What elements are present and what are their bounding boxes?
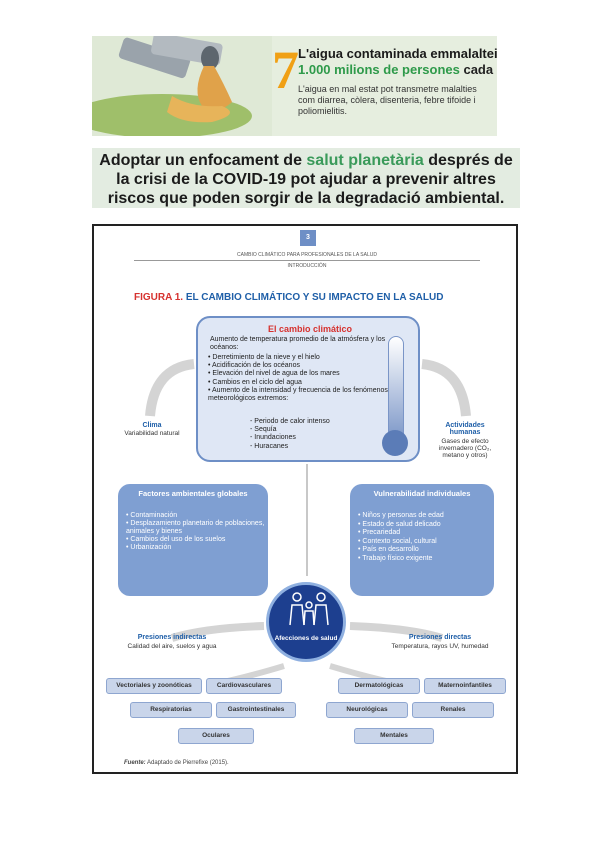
list-item: Inundaciones — [250, 434, 330, 442]
list-item: Sequía — [250, 426, 330, 434]
condition-pill: Neurológicas — [326, 702, 408, 718]
direct-pressures-text: Temperatura, rayos UV, humedad — [391, 643, 489, 650]
banner-statement: Adoptar un enfocament de salut planetàri… — [92, 148, 520, 208]
condition-pill: Cardiovasculares — [206, 678, 282, 694]
list-item: Huracanes — [250, 443, 330, 451]
climate-change-lead: Aumento de temperatura promedio de la at… — [210, 336, 386, 351]
condition-pill: Renales — [412, 702, 494, 718]
indirect-pressures-title: Presiones indirectas — [137, 634, 207, 641]
clima-text: Variabilidad natural — [124, 430, 180, 437]
running-header: CAMBIO CLIMÁTICO PARA PROFESIONALES DE L… — [237, 252, 377, 258]
thermometer-icon — [388, 336, 404, 442]
running-subheader: INTRODUCCIÓN — [287, 263, 327, 269]
polluted-pipes-illustration — [92, 36, 272, 136]
vertical-arrow — [306, 464, 308, 576]
list-item: Aumento de la intensidad y frecuencia de… — [208, 387, 398, 403]
condition-pill: Maternoinfantiles — [424, 678, 506, 694]
banner-body: L'aigua en mal estat pot transmetre mala… — [298, 84, 477, 116]
planetary-health-banner: Adoptar un enfocament de salut planetàri… — [92, 148, 520, 208]
figure-caption: EL CAMBIO CLIMÁTICO Y SU IMPACTO EN LA S… — [183, 292, 444, 303]
list-item: Contexto social, cultural — [358, 538, 492, 547]
list-item: Urbanización — [126, 544, 266, 552]
list-item: Contaminación — [126, 512, 266, 520]
climate-change-title: El cambio climático — [267, 324, 353, 334]
list-item: Trabajo físico exigente — [358, 555, 492, 564]
subtitle-highlight: 1.000 milions de persones — [298, 62, 460, 77]
thermometer-bulb-icon — [382, 430, 408, 456]
list-item: Cambios en el ciclo del agua — [208, 379, 398, 387]
actividades-title: Actividades humanas — [445, 422, 485, 436]
list-item: Acidificación de los océanos — [208, 362, 398, 370]
condition-pill: Gastrointestinales — [216, 702, 296, 718]
statement-before: Adoptar un enfocament de — [99, 152, 307, 169]
banner-title: L'aigua contaminada emmalalteix — [298, 46, 497, 61]
environmental-factors-box: Factores ambientales globales Contaminac… — [118, 484, 268, 596]
family-icon — [289, 592, 329, 626]
subtitle-rest: cada any — [463, 62, 497, 77]
banner-subtitle: 1.000 milions de persones cada any — [298, 62, 497, 77]
figure-source: Fuente: Adaptado de Pierrefixe (2015). — [124, 760, 229, 766]
direct-pressures-title: Presiones directas — [408, 634, 472, 641]
list-item: Periodo de calor intenso — [250, 418, 330, 426]
list-item: Derretimiento de la nieve y el hielo — [208, 354, 398, 362]
list-item: Estado de salud delicado — [358, 521, 492, 530]
source-text: Adaptado de Pierrefixe (2015). — [145, 760, 229, 766]
indirect-pressures-text: Calidad del aire, suelos y agua — [127, 643, 217, 650]
list-item: Precariedad — [358, 529, 492, 538]
condition-pill: Mentales — [354, 728, 434, 744]
climate-change-list: Derretimiento de la nieve y el hielo Aci… — [208, 354, 398, 403]
vulnerability-list: Niños y personas de edad Estado de salud… — [358, 512, 492, 564]
list-item: Desplazamiento planetario de poblaciones… — [126, 520, 266, 536]
environmental-factors-list: Contaminación Desplazamiento planetario … — [126, 512, 266, 552]
climate-change-box: El cambio climático Aumento de temperatu… — [196, 316, 420, 462]
page-number: 3 — [300, 230, 316, 246]
vulnerability-box: Vulnerabilidad individuales Niños y pers… — [350, 484, 494, 596]
environmental-factors-title: Factores ambientales globales — [138, 489, 248, 498]
condition-pill: Vectoriales y zoonóticas — [106, 678, 202, 694]
statement-after: després de la crisi de la COVID-19 pot a… — [107, 152, 513, 207]
health-conditions-hub: Afecciones de salud — [266, 582, 346, 662]
actividades-text: Gases de efecto invernadero (CO₂, metano… — [438, 438, 492, 459]
extreme-events-list: Periodo de calor intenso Sequía Inundaci… — [250, 418, 330, 451]
list-item: Niños y personas de edad — [358, 512, 492, 521]
list-item: Cambios del uso de los suelos — [126, 536, 266, 544]
hub-label: Afecciones de salud — [274, 635, 338, 642]
water-banner: 7 L'aigua contaminada emmalalteix 1.000 … — [92, 36, 497, 136]
list-item: Elevación del nivel de agua de los mares — [208, 370, 398, 378]
condition-pill: Dermatológicas — [338, 678, 420, 694]
figure-number: FIGURA 1. — [134, 292, 184, 303]
header-divider — [134, 260, 480, 261]
clima-title: Clima — [142, 422, 162, 429]
climate-health-figure: 3 CAMBIO CLIMÁTICO PARA PROFESIONALES DE… — [92, 224, 518, 774]
figure-title: FIGURA 1. EL CAMBIO CLIMÁTICO Y SU IMPAC… — [134, 292, 443, 303]
number-badge: 7 — [272, 40, 299, 100]
source-label: Fuente: — [124, 760, 146, 766]
list-item: País en desarrollo — [358, 546, 492, 555]
condition-pill: Oculares — [178, 728, 254, 744]
connector-arcs — [145, 359, 471, 417]
vulnerability-title: Vulnerabilidad individuales — [373, 489, 471, 498]
statement-highlight: salut planetària — [306, 152, 424, 169]
condition-pill: Respiratorias — [130, 702, 212, 718]
